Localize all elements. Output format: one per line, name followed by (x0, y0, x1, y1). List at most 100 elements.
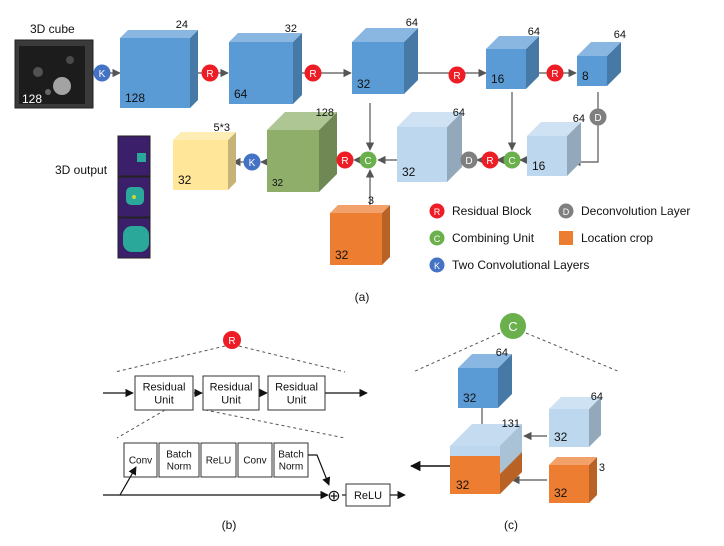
decoder-cube-1-front-label: 16 (532, 159, 546, 173)
svg-text:Unit: Unit (221, 394, 241, 406)
c-crop-cube-top-label: 3 (599, 462, 605, 474)
encoder-cube-2-top-label: 32 (285, 23, 297, 35)
c-combined-cube: 131 32 (450, 418, 522, 494)
encoder-cube-4-front-label: 16 (491, 72, 505, 86)
svg-text:K: K (249, 158, 256, 169)
caption-a: (a) (355, 290, 370, 304)
c-crop-cube-front-label: 32 (554, 486, 568, 500)
encoder-cube-3: 64 32 (352, 17, 418, 94)
svg-text:C: C (508, 156, 515, 167)
deconv-marker-2: D (460, 151, 478, 169)
conv-marker-input: K (93, 64, 111, 82)
svg-text:ReLU: ReLU (206, 456, 232, 467)
encoder-cube-3-front-label: 32 (357, 77, 371, 91)
svg-text:C: C (364, 156, 371, 167)
svg-text:Conv: Conv (243, 456, 266, 467)
svg-text:Residual: Residual (275, 381, 318, 393)
encoder-cube-3-top-label: 64 (406, 17, 418, 29)
residual-marker-2: R (304, 64, 322, 82)
svg-text:Batch: Batch (166, 450, 192, 461)
encoder-cube-1-front-label: 128 (125, 91, 145, 105)
output-images (117, 135, 151, 259)
encoder-cube-5-front-label: 8 (582, 69, 589, 83)
svg-text:K: K (434, 261, 440, 271)
residual-block-marker: R (223, 331, 241, 349)
encoder-cube-4: 64 16 (486, 26, 540, 89)
svg-text:Unit: Unit (287, 394, 307, 406)
output-cube-front-label: 32 (178, 173, 192, 187)
sum-symbol: ⊕ (327, 488, 340, 505)
svg-text:R: R (453, 71, 460, 82)
circle-markers: K R R R R D C (93, 64, 607, 171)
panel-a: 3D cube 128 (14, 17, 690, 304)
svg-text:R: R (434, 207, 441, 217)
caption-b: (b) (222, 518, 237, 532)
legend-two-conv-layers: Two Convolutional Layers (452, 258, 589, 272)
c-crop-cube: 3 32 (549, 457, 605, 503)
final-relu-box: ReLU (345, 483, 391, 507)
svg-text:Residual: Residual (210, 381, 253, 393)
crop-cube-front-label: 32 (335, 248, 349, 262)
svg-text:R: R (551, 69, 558, 80)
svg-text:R: R (341, 156, 348, 167)
combining-unit-marker: C (500, 313, 526, 339)
svg-text:C: C (508, 319, 517, 334)
deconv-marker-1: D (589, 108, 607, 126)
output-cube-top-label: 5*3 (213, 122, 230, 134)
residual-marker-1: R (201, 64, 219, 82)
encoder-cube-5-top-label: 64 (614, 29, 626, 41)
encoder-cube-5: 64 8 (577, 29, 626, 86)
input-ct-image (14, 39, 94, 109)
residual-marker-5: R (481, 151, 499, 169)
svg-text:D: D (465, 156, 472, 167)
svg-text:C: C (434, 234, 441, 244)
conv-marker-output: K (243, 153, 261, 171)
caption-c: (c) (504, 518, 518, 532)
legend-deconvolution-layer: Deconvolution Layer (581, 204, 690, 218)
svg-text:Batch: Batch (278, 450, 304, 461)
layer-box-1: Conv (123, 442, 158, 478)
residual-marker-3: R (448, 66, 466, 84)
output-label: 3D output (55, 163, 108, 177)
encoder-cube-4-top-label: 64 (528, 26, 540, 38)
svg-text:R: R (228, 336, 235, 347)
svg-text:D: D (563, 207, 570, 217)
crop-cube: 332 (330, 195, 390, 265)
c-combined-front-label: 32 (456, 478, 470, 492)
svg-text:R: R (206, 69, 213, 80)
svg-text:Unit: Unit (154, 394, 174, 406)
svg-text:D: D (594, 113, 601, 124)
layer-box-3: ReLU (200, 442, 237, 478)
c-combined-top-label: 131 (502, 418, 520, 430)
svg-text:R: R (309, 69, 316, 80)
input-size-label: 128 (22, 92, 42, 106)
panel-a-cubes: 2412832646432641664864166432128325*33233… (120, 17, 626, 265)
svg-text:R: R (486, 156, 493, 167)
legend-residual-block: Residual Block (452, 204, 532, 218)
svg-text:K: K (99, 69, 106, 80)
legend-location-crop: Location crop (581, 231, 653, 245)
decoder-cube-3-front-label: 32 (272, 178, 284, 189)
c-right-cube-front-label: 32 (554, 430, 568, 444)
legend: R Residual Block D Deconvolution Layer C… (429, 203, 690, 273)
layer-box-4: Conv (237, 442, 273, 478)
output-cube: 5*3 32 (173, 122, 236, 190)
residual-marker-4: R (546, 64, 564, 82)
svg-text:Conv: Conv (129, 456, 152, 467)
residual-marker-6: R (336, 151, 354, 169)
